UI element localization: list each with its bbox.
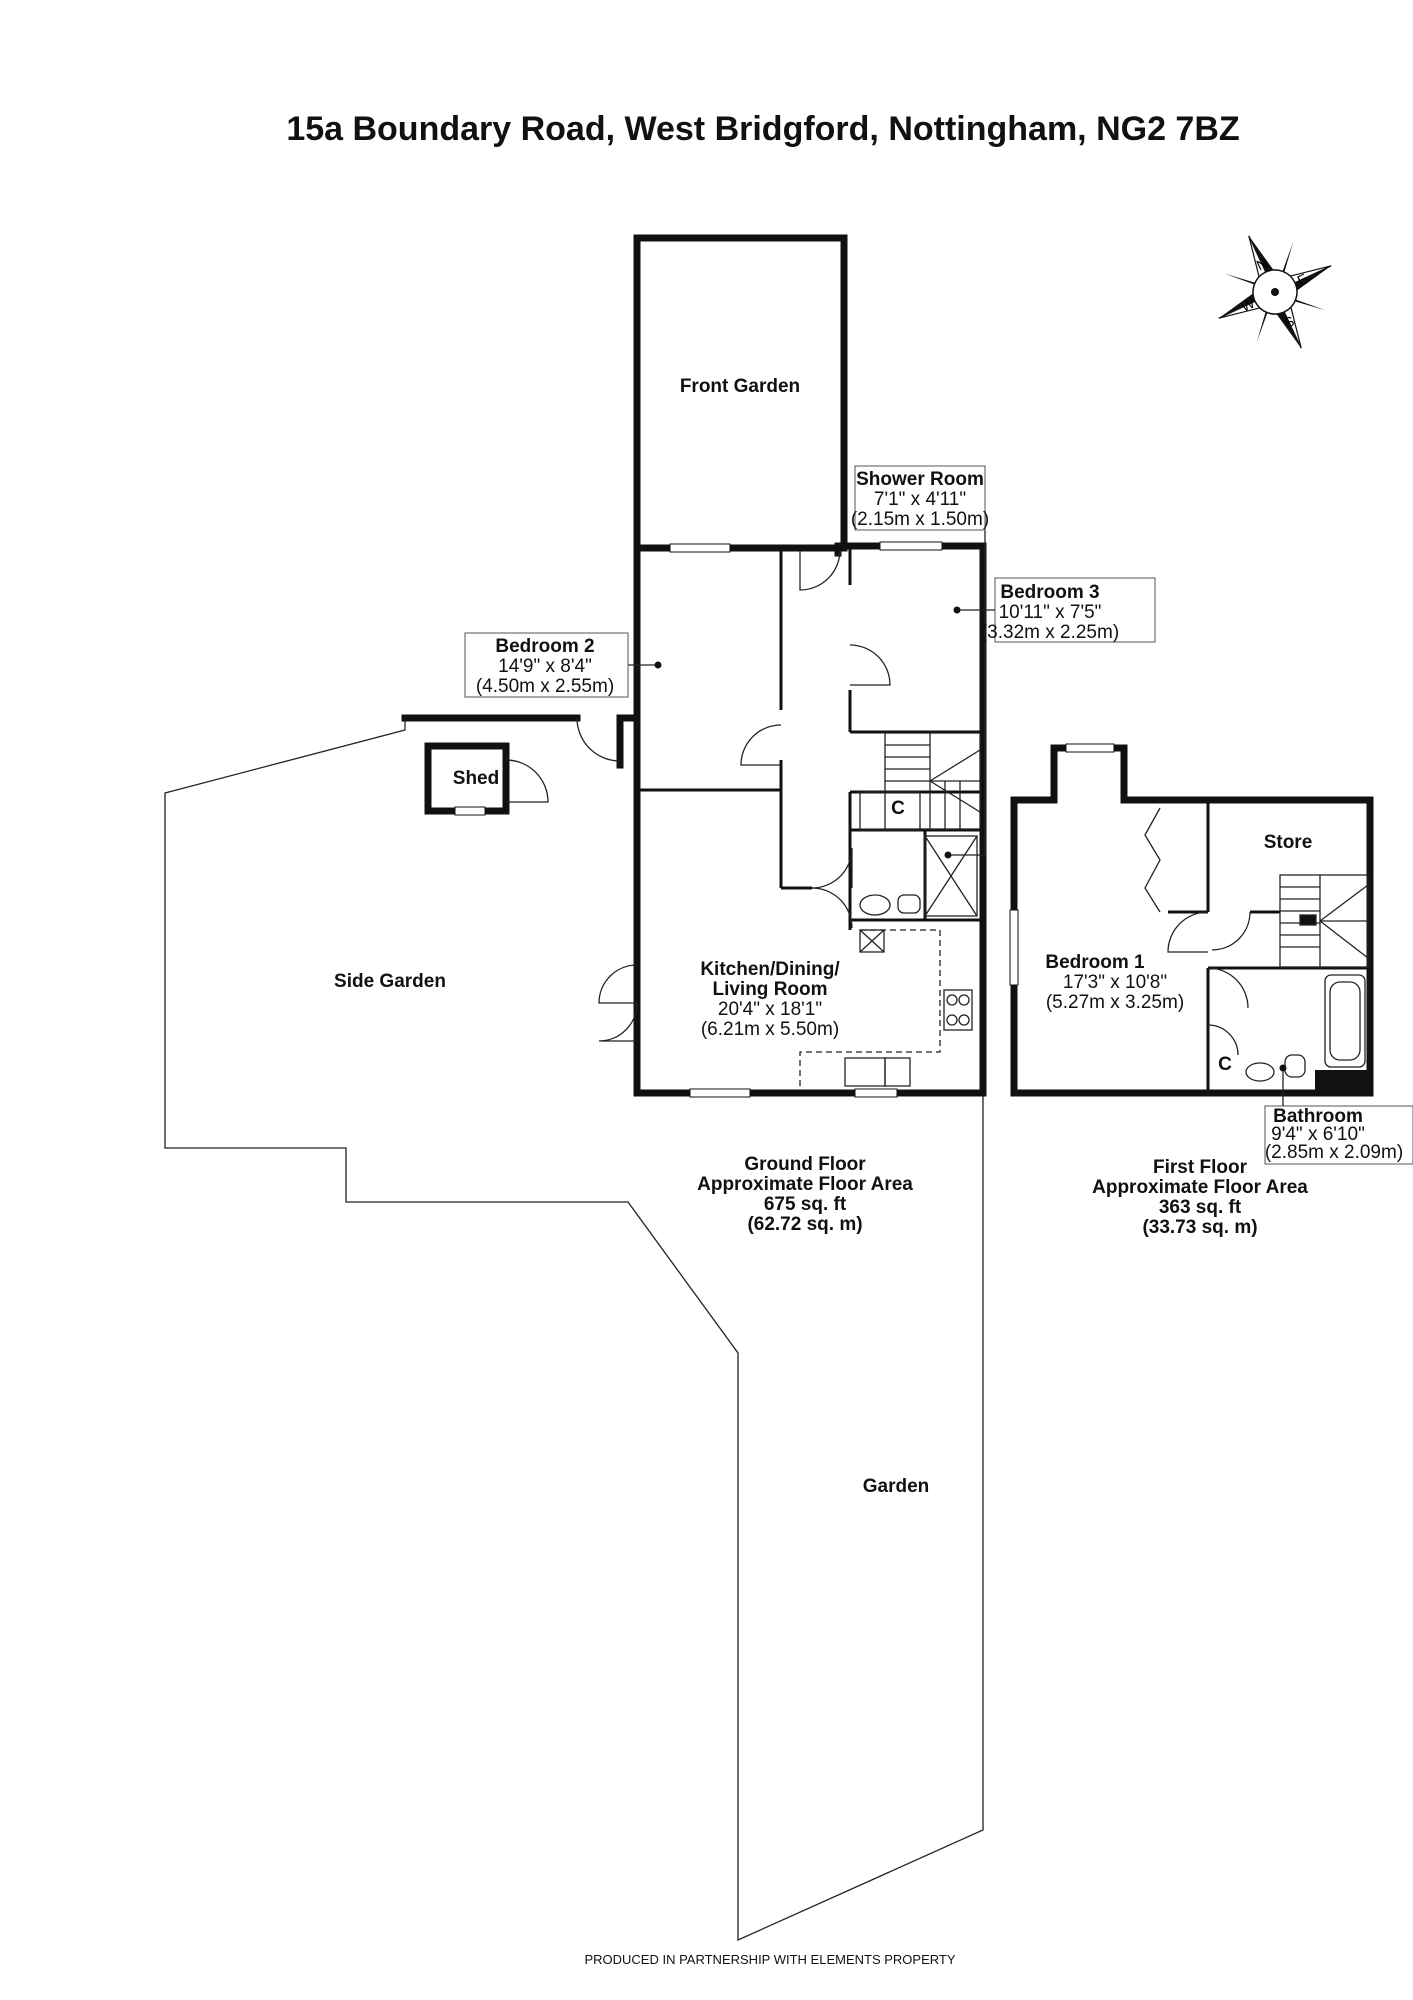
garden-label: Garden: [863, 1476, 930, 1497]
first-floor-doors: [1144, 807, 1251, 1056]
kitchen-metric: (6.21m x 5.50m): [701, 1019, 839, 1040]
first-cupboard-label: C: [1218, 1054, 1232, 1075]
first-floor-line3: 363 sq. ft: [1159, 1197, 1242, 1218]
store-label: Store: [1264, 832, 1313, 853]
ground-cupboard-label: C: [891, 798, 905, 819]
ground-floor-windows: [669, 541, 943, 1098]
ground-floor-line1: Ground Floor: [744, 1154, 866, 1175]
shower-room-name: Shower Room: [856, 469, 984, 490]
ground-floor-line3: 675 sq. ft: [764, 1194, 847, 1215]
bathroom-metric: (2.85m x 2.09m): [1265, 1142, 1403, 1163]
shower-room-label: Shower Room 7'1" x 4'11" (2.15m x 1.50m): [851, 465, 989, 531]
plan-title: 15a Boundary Road, West Bridgford, Notti…: [286, 110, 1239, 148]
shower-room-metric: (2.15m x 1.50m): [851, 509, 989, 530]
ground-floor-doors: [576, 549, 891, 1042]
ground-cupboard: [859, 791, 921, 831]
bedroom-3-imperial: 10'11" x 7'5": [999, 602, 1102, 623]
ground-floor-internal-walls: [637, 548, 983, 930]
ground-floor-walls: [401, 542, 987, 1097]
shower-room-imperial: 7'1" x 4'11": [874, 489, 966, 510]
kitchen-units: [799, 929, 973, 1090]
bedroom-1-metric: (5.27m x 3.25m): [1046, 992, 1184, 1013]
ground-floor-area: Ground Floor Approximate Floor Area 675 …: [697, 1154, 913, 1235]
shower-fixtures: [859, 835, 978, 917]
bedroom-1-imperial: 17'3" x 10'8": [1063, 972, 1167, 993]
bedroom-2-imperial: 14'9" x 8'4": [498, 656, 592, 677]
compass-icon: N E S W: [1218, 235, 1332, 349]
first-floor-line1: First Floor: [1153, 1157, 1248, 1178]
bedroom-3-name: Bedroom 3: [1000, 582, 1099, 603]
bedroom-1-name: Bedroom 1: [1045, 952, 1145, 973]
first-floor-line4: (33.73 sq. m): [1142, 1217, 1257, 1238]
ground-floor-line4: (62.72 sq. m): [747, 1214, 862, 1235]
bedroom-2-metric: (4.50m x 2.55m): [476, 676, 614, 697]
bedroom-2-label: Bedroom 2 14'9" x 8'4" (4.50m x 2.55m): [464, 632, 629, 698]
first-stairs: [1279, 874, 1369, 968]
ground-stairs: [884, 732, 981, 830]
shed-label: Shed: [453, 768, 499, 789]
bedroom-2-name: Bedroom 2: [495, 636, 594, 657]
first-floor-line2: Approximate Floor Area: [1092, 1177, 1308, 1198]
kitchen-imperial: 20'4" x 18'1": [718, 999, 822, 1020]
first-floor-walls: [1010, 744, 1374, 1097]
credit-text: PRODUCED IN PARTNERSHIP WITH ELEMENTS PR…: [584, 1952, 955, 1967]
bathroom-label: Bathroom 9'4" x 6'10" (2.85m x 2.09m): [1264, 1105, 1413, 1165]
bathroom-imperial: 9'4" x 6'10": [1271, 1124, 1365, 1145]
leader-lines: [628, 510, 1287, 1108]
bedroom-3-metric: (3.32m x 2.25m): [981, 622, 1119, 643]
ground-floor-line2: Approximate Floor Area: [697, 1174, 913, 1195]
bathroom-fixtures: [1245, 974, 1366, 1082]
kitchen-name-line2: Living Room: [712, 979, 827, 1000]
bedroom-1-label: Bedroom 1 17'3" x 10'8" (5.27m x 3.25m): [1045, 952, 1184, 1013]
front-garden-label: Front Garden: [680, 376, 800, 397]
garden-boundary: [164, 718, 984, 1942]
first-floor-windows: [1009, 743, 1115, 986]
bathroom-name: Bathroom: [1273, 1106, 1363, 1127]
bedroom-3-label: Bedroom 3 10'11" x 7'5" (3.32m x 2.25m): [981, 577, 1156, 643]
kitchen-name-line1: Kitchen/Dining/: [700, 959, 840, 980]
first-floor-area: First Floor Approximate Floor Area 363 s…: [1092, 1157, 1308, 1238]
side-garden-label: Side Garden: [334, 971, 446, 992]
kitchen-label: Kitchen/Dining/ Living Room 20'4" x 18'1…: [700, 959, 840, 1040]
